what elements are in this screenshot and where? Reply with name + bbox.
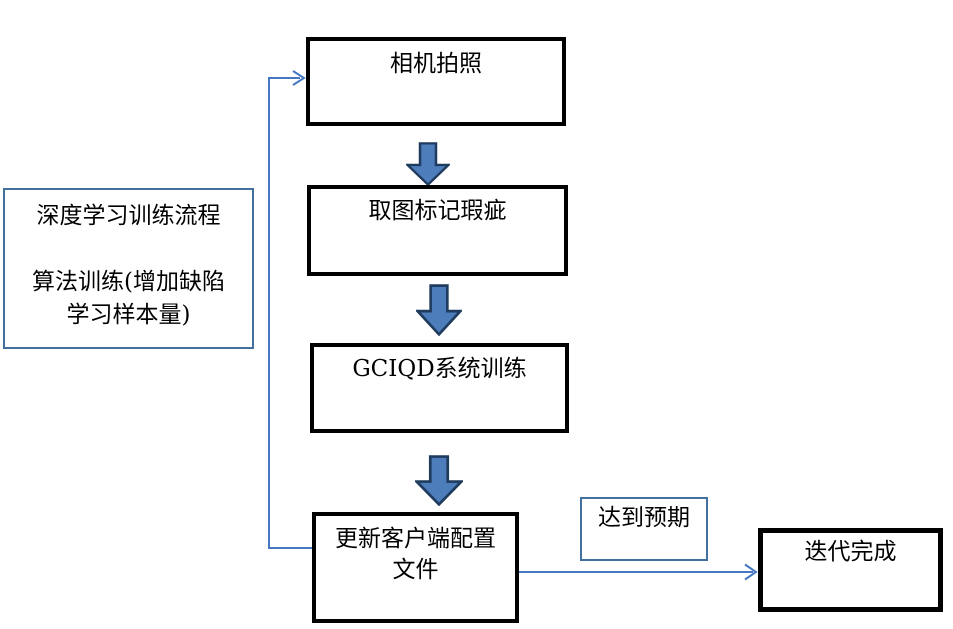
flow-box-gciqd-training-label: GCIQD系统训练: [352, 356, 527, 382]
down-block-arrow-shape: [416, 284, 462, 336]
side-note-line3: 学习样本量): [66, 302, 191, 328]
flow-box-iteration-done: 迭代完成: [758, 528, 943, 612]
expectation-label-box: 达到预期: [580, 497, 708, 561]
flow-box-update-config-label-line1: 更新客户端配置: [335, 526, 496, 552]
flow-box-mark-defects-label: 取图标记瑕疵: [368, 198, 507, 224]
down-block-arrow-icon: [415, 455, 463, 506]
flow-box-update-config-label-line2: 文件: [392, 557, 439, 583]
side-note-line1: 深度学习训练流程: [36, 203, 221, 229]
flow-box-camera-label: 相机拍照: [390, 51, 482, 77]
feedback-arrowhead-icon: [292, 70, 306, 86]
down-block-arrow-icon: [416, 284, 462, 336]
flow-box-mark-defects: 取图标记瑕疵: [307, 185, 568, 276]
flow-box-iteration-done-label: 迭代完成: [804, 539, 897, 565]
expectation-label: 达到预期: [598, 505, 690, 531]
down-block-arrow-icon: [406, 142, 450, 186]
side-note-line2: 算法训练(增加缺陷: [32, 269, 225, 295]
side-note-blank-line: [5, 233, 252, 266]
feedback-connector-line: [268, 77, 313, 549]
flow-box-camera: 相机拍照: [306, 37, 566, 126]
flow-box-gciqd-training: GCIQD系统训练: [310, 343, 569, 433]
down-block-arrow-shape: [415, 455, 463, 506]
side-note-box: 深度学习训练流程 算法训练(增加缺陷 学习样本量): [3, 188, 254, 349]
down-block-arrow-shape: [406, 142, 450, 186]
result-arrowhead-icon: [744, 563, 758, 581]
flow-box-update-config: 更新客户端配置 文件: [312, 512, 519, 623]
